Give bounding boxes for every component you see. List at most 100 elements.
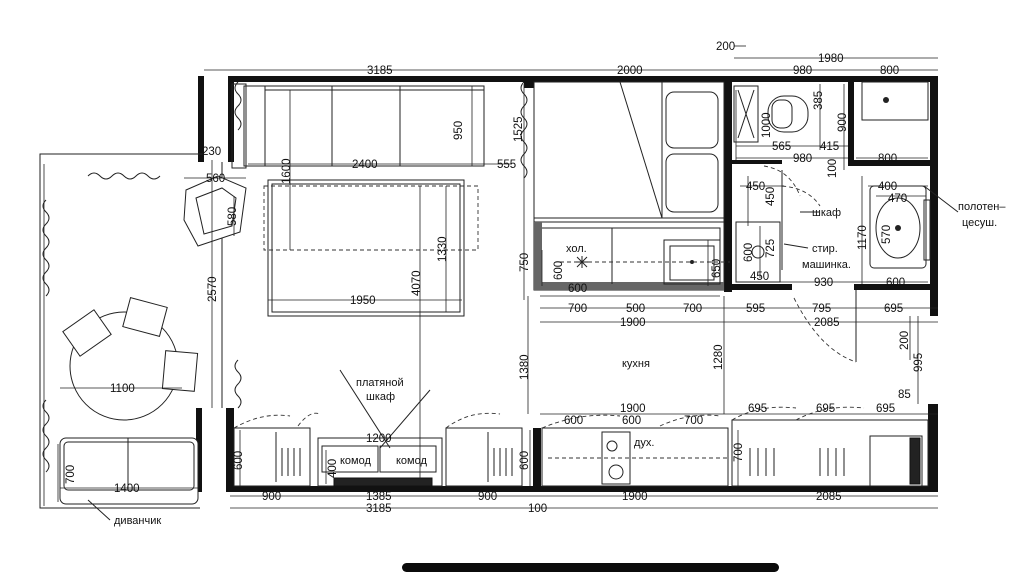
dim-mid-600-b: 600: [622, 415, 641, 427]
dim-950: 950: [453, 121, 465, 140]
bed-dashed: [263, 185, 479, 251]
dim-700-b: 700: [733, 443, 745, 462]
dim-200-r: 200: [899, 331, 911, 350]
dim-1950: 1950: [350, 295, 376, 307]
divan: [59, 437, 199, 505]
label-mashinka: машинка.: [802, 259, 851, 271]
bed: [267, 179, 465, 317]
dim-b-2085: 2085: [816, 491, 842, 503]
dim-top-3185: 3185: [367, 65, 393, 77]
bottom-right-wardrobes: [731, 406, 929, 487]
dim-1330: 1330: [437, 236, 449, 262]
dim-750: 750: [519, 253, 531, 272]
dim-1280: 1280: [713, 344, 725, 370]
dim-mid-700: 700: [684, 415, 703, 427]
dim-2400: 2400: [352, 159, 378, 171]
dim-1200: 1200: [366, 433, 392, 445]
sofa: [231, 83, 485, 169]
dim-wc-1000: 1000: [761, 112, 773, 138]
dim-k-700-a: 700: [568, 303, 587, 315]
dim-b-3185: 3185: [366, 503, 392, 515]
label-shkaf2: шкаф: [366, 391, 395, 403]
label-divanchik: диванчик: [114, 515, 161, 527]
dim-wc-900: 900: [837, 113, 849, 132]
dimension-lines: [43, 45, 938, 509]
dim-wc-565: 565: [772, 141, 791, 153]
dim-bath-1170: 1170: [857, 225, 869, 250]
dining-table: [62, 296, 199, 421]
dim-995: 995: [913, 353, 925, 372]
dim-580: 580: [227, 207, 239, 226]
kitchen-counter: [533, 221, 730, 291]
dim-2570: 2570: [207, 276, 219, 302]
label-kukhnya: кухня: [622, 358, 650, 370]
dim-k-650: 650: [711, 259, 723, 278]
dim-wc-980: 980: [793, 153, 812, 165]
dim-230: 230: [202, 146, 221, 158]
label-polotentsesush-1: полотен–: [958, 201, 1006, 213]
dim-shk-450-v: 450: [765, 187, 777, 206]
dim-shk-725: 725: [765, 239, 777, 258]
label-hol: хол.: [566, 243, 587, 255]
dim-bath-470: 470: [888, 193, 907, 205]
dim-bath-400: 400: [878, 181, 897, 193]
dim-top-980: 980: [793, 65, 812, 77]
dim-2085-mid: 2085: [814, 317, 840, 329]
dim-600-b2: 600: [519, 451, 531, 470]
dim-divan-700: 700: [65, 465, 77, 484]
dim-k-500: 500: [626, 303, 645, 315]
dim-wardrobe-400: 400: [327, 459, 339, 478]
dim-bath-600: 600: [886, 277, 905, 289]
home-indicator: [402, 563, 779, 572]
label-komod-1: комод: [340, 455, 371, 467]
bed-niche: [533, 81, 725, 223]
walls: [196, 76, 938, 492]
dim-k-600-v: 600: [553, 261, 565, 280]
dim-bath-570: 570: [881, 225, 893, 244]
dim-wc-385: 385: [813, 91, 825, 110]
door-swing-shkaf: [781, 185, 821, 207]
label-stir: стир.: [812, 243, 838, 255]
dim-1100: 1100: [110, 383, 135, 395]
dim-top-1980: 1980: [818, 53, 844, 65]
dim-555: 555: [497, 159, 516, 171]
wc-room: [733, 81, 929, 143]
dim-b-900-b: 900: [478, 491, 497, 503]
dim-795: 795: [812, 303, 831, 315]
dim-mid-1900: 1900: [620, 403, 646, 415]
dim-4070: 4070: [411, 270, 423, 296]
dim-600-bl: 600: [233, 451, 245, 470]
dim-top-800: 800: [880, 65, 899, 77]
dim-b-100: 100: [528, 503, 547, 515]
bottom-kitchen: [541, 414, 729, 487]
dim-top-200: 200: [716, 41, 735, 53]
dim-1380: 1380: [519, 354, 531, 380]
dim-1400: 1400: [114, 483, 140, 495]
dim-mid-600-a: 600: [564, 415, 583, 427]
dim-k-600-h: 600: [568, 283, 587, 295]
label-platyanoy: платяной: [356, 377, 404, 389]
dim-wc-415: 415: [820, 141, 839, 153]
vertical-dimension-labels: 950 1600 1330 4070 2570 580 1525 750 138…: [65, 91, 925, 484]
label-komod-2: комод: [396, 455, 427, 467]
label-shkaf: шкаф: [812, 207, 841, 219]
dim-top-2000: 2000: [617, 65, 643, 77]
dim-695-r: 695: [884, 303, 903, 315]
fridge-star: [576, 256, 588, 268]
dim-1600: 1600: [281, 158, 293, 184]
dim-85: 85: [898, 389, 911, 401]
leader-lines: [87, 185, 959, 521]
dim-k-1900: 1900: [620, 317, 646, 329]
dim-r-695-c: 695: [876, 403, 895, 415]
dim-1525: 1525: [513, 116, 525, 142]
dim-595: 595: [746, 303, 765, 315]
dim-shk-930: 930: [814, 277, 833, 289]
door-swing-bath: [793, 297, 857, 363]
dim-r-695-a: 695: [748, 403, 767, 415]
dim-shk-450-b: 450: [750, 271, 769, 283]
label-dukh: дух.: [634, 437, 654, 449]
dim-k-700-b: 700: [683, 303, 702, 315]
dim-r-695-b: 695: [816, 403, 835, 415]
label-polotentsesush-2: цесуш.: [962, 217, 997, 229]
